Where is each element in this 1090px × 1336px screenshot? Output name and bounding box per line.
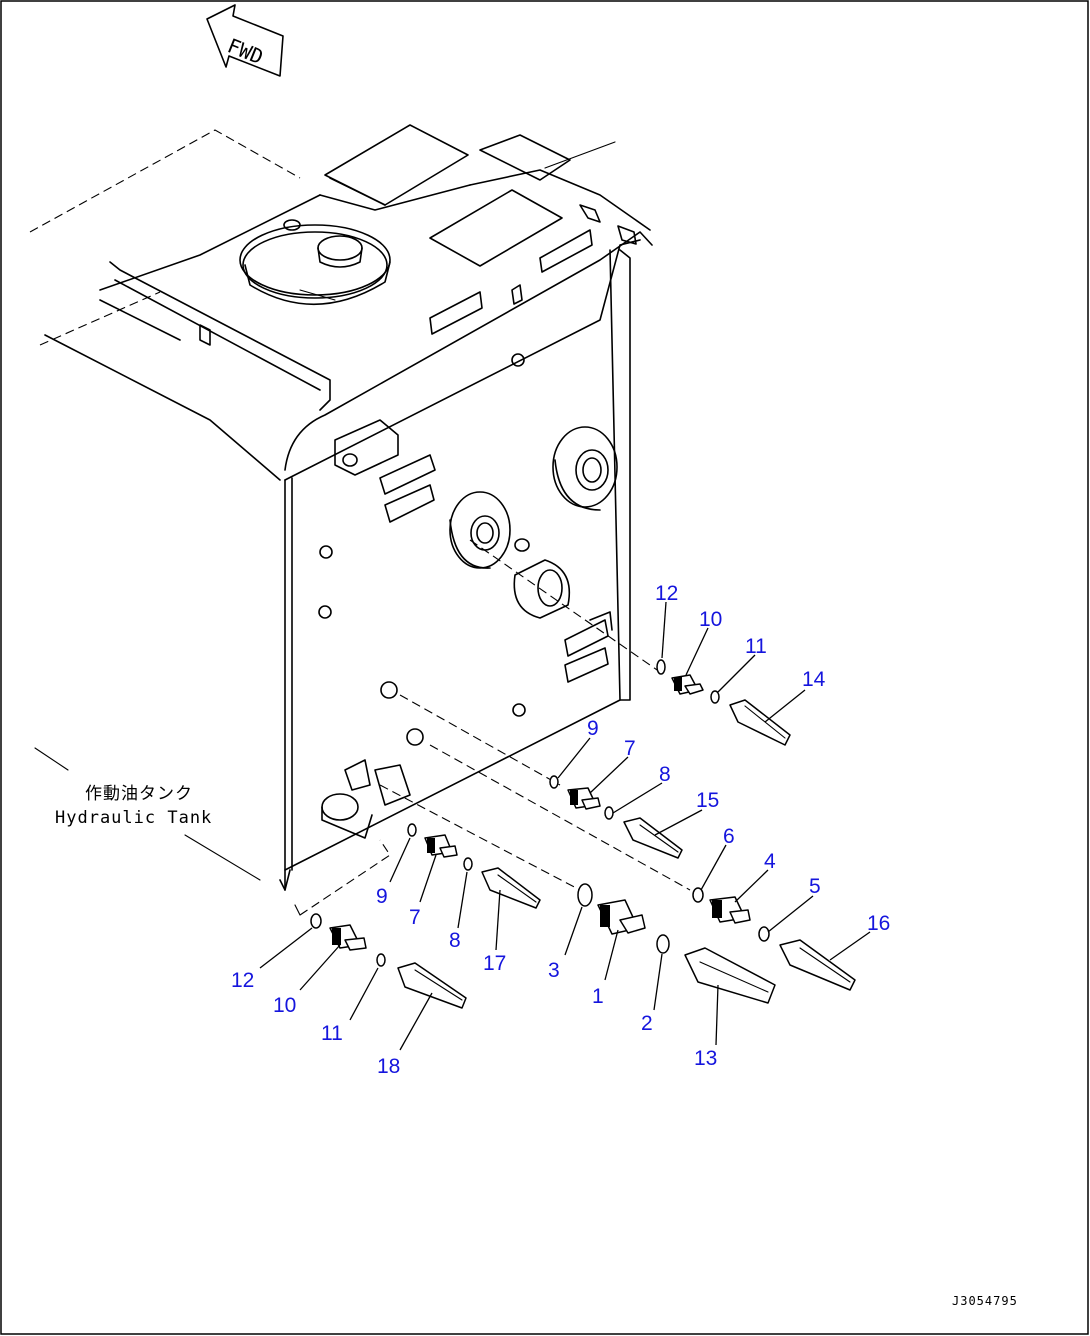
- axis-line-middle: [399, 694, 561, 786]
- callout-6: 6: [723, 825, 735, 848]
- o-ring-5: [758, 926, 770, 942]
- callout-5: 5: [809, 875, 821, 898]
- o-ring-12-upper: [656, 659, 666, 675]
- callout-18: 18: [377, 1055, 400, 1078]
- o-ring-12-lower: [310, 913, 322, 929]
- o-ring-11-upper: [710, 690, 720, 704]
- fwd-arrow-label: FWD: [224, 33, 266, 69]
- o-ring-11-lower: [376, 953, 386, 967]
- axis-line-lower: [429, 744, 691, 891]
- axis-line-upper: [469, 539, 661, 673]
- port-boss-upper: [552, 426, 618, 511]
- callout-12: 12: [655, 582, 678, 605]
- callout-10: 10: [699, 608, 722, 631]
- callouts: 12 10 11 14 9 7 8 15 6 4 5 16 9 7 8 17 3…: [231, 582, 890, 1078]
- elbow-13: [684, 947, 776, 1004]
- elbow-15: [623, 817, 683, 859]
- callout-8-lower: 8: [449, 929, 461, 952]
- fitting-7-right: [567, 787, 601, 810]
- callout-13: 13: [694, 1047, 717, 1070]
- callout-7: 7: [624, 737, 636, 760]
- callout-16: 16: [867, 912, 890, 935]
- fitting-4: [709, 896, 751, 924]
- callout-8: 8: [659, 763, 671, 786]
- figure-code: J3054795: [952, 1294, 1018, 1308]
- callout-4: 4: [764, 850, 776, 873]
- axis-line-bottom: [379, 784, 581, 891]
- callout-2: 2: [641, 1012, 653, 1035]
- port-boss-middle: [449, 491, 511, 569]
- callout-12-lower: 12: [231, 969, 254, 992]
- callout-10-lower: 10: [273, 994, 296, 1017]
- hydraulic-tank: [29, 124, 653, 916]
- elbow-18: [397, 962, 467, 1009]
- o-ring-3: [577, 883, 593, 907]
- elbow-14: [729, 699, 791, 746]
- callout-11-lower: 11: [321, 1022, 343, 1045]
- callout-17: 17: [483, 952, 506, 975]
- callout-9: 9: [587, 717, 599, 740]
- leader-lines: [259, 601, 871, 1051]
- callout-9-lower: 9: [376, 885, 388, 908]
- elbow-16: [779, 939, 856, 991]
- o-ring-8-right: [604, 806, 614, 820]
- callout-15: 15: [696, 789, 719, 812]
- o-ring-9-left: [407, 823, 417, 837]
- callout-3: 3: [548, 959, 560, 982]
- port-boss-lower: [513, 538, 570, 619]
- fitting-10-upper: [671, 674, 704, 695]
- fwd-arrow: FWD: [206, 4, 284, 77]
- tank-label: 作動油タンク Hydraulic Tank: [34, 747, 261, 881]
- tank-label-jp: 作動油タンク: [85, 784, 193, 804]
- tank-label-en: Hydraulic Tank: [55, 808, 212, 828]
- o-ring-8-left: [463, 857, 473, 871]
- o-ring-9-right: [549, 775, 559, 789]
- callout-11: 11: [745, 635, 767, 658]
- fitting-1: [597, 899, 646, 935]
- o-ring-2: [656, 934, 670, 954]
- callout-1: 1: [592, 985, 604, 1008]
- fitting-7-left: [424, 834, 458, 858]
- fitting-10-lower: [329, 924, 367, 951]
- o-ring-6: [692, 887, 704, 903]
- callout-7-lower: 7: [409, 906, 421, 929]
- elbow-17: [481, 867, 541, 909]
- callout-14: 14: [802, 668, 826, 691]
